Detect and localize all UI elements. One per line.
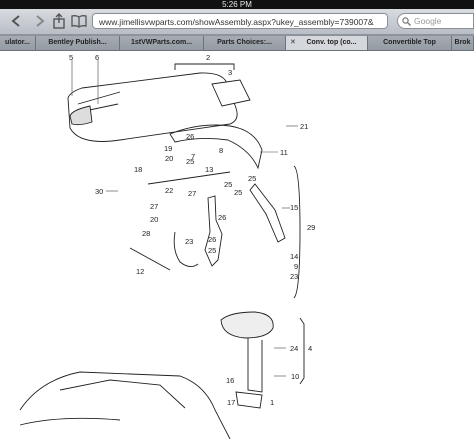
callout-13: 13 — [205, 165, 213, 174]
callout-21: 21 — [300, 122, 308, 131]
parts-diagram: 2 3 5 6 21 11 26 19 8 7 20 25 18 13 25 2… — [19, 53, 315, 439]
callout-26: 26 — [218, 213, 226, 222]
tab-3[interactable]: 1stVWParts.com... — [120, 36, 204, 50]
convertible-top-canopy — [67, 72, 238, 142]
callout-18: 18 — [134, 165, 142, 174]
search-icon — [402, 17, 411, 26]
callout-6: 6 — [95, 53, 99, 62]
group-bracket-2 — [174, 63, 235, 70]
tab-label: Parts Choices:... — [217, 39, 272, 46]
rear-window — [211, 79, 251, 107]
callout-27: 27 — [188, 189, 196, 198]
callout-30: 30 — [95, 187, 103, 196]
frame-bow — [169, 124, 263, 170]
callout-25: 25 — [208, 246, 216, 255]
tab-bar: ulator... Bentley Publish... 1stVWParts.… — [0, 35, 474, 51]
callout-10: 10 — [291, 372, 299, 381]
callout-25: 25 — [224, 180, 232, 189]
tab-label: 1stVWParts.com... — [130, 39, 193, 46]
tab-1[interactable]: ulator... — [0, 36, 36, 50]
cable-harness — [204, 195, 223, 267]
latch-housing — [220, 311, 274, 339]
callout-24: 24 — [290, 344, 298, 353]
callout-5: 5 — [69, 53, 73, 62]
callout-20: 20 — [165, 154, 173, 163]
callout-25: 25 — [186, 157, 194, 166]
back-icon[interactable] — [8, 12, 26, 30]
tab-7[interactable]: Brok — [452, 36, 474, 50]
callout-28: 28 — [142, 229, 150, 238]
callout-16: 16 — [226, 376, 234, 385]
callout-25: 25 — [234, 188, 242, 197]
callout-1: 1 — [270, 398, 274, 407]
bracket-10 — [235, 391, 263, 409]
group-bracket-4 — [299, 317, 305, 385]
tab-5-active[interactable]: ✕ Conv. top (co... — [286, 36, 368, 50]
status-time: 5:26 PM — [222, 0, 252, 9]
tab-label: Brok — [454, 39, 471, 46]
callout-25: 25 — [248, 174, 256, 183]
callout-11: 11 — [280, 148, 288, 157]
callout-29: 29 — [307, 223, 315, 232]
bookmarks-icon[interactable] — [70, 12, 88, 30]
status-bar: 5:26 PM — [0, 0, 474, 9]
callout-23: 23 — [290, 272, 298, 281]
callout-26: 26 — [208, 235, 216, 244]
callout-20: 20 — [150, 215, 158, 224]
side-rail — [249, 183, 286, 243]
tab-label: Conv. top (co... — [306, 39, 357, 46]
callout-4: 4 — [308, 344, 312, 353]
callout-17: 17 — [227, 398, 235, 407]
car-silhouette — [19, 371, 231, 439]
tab-label: Convertible Top — [383, 39, 436, 46]
tab-2[interactable]: Bentley Publish... — [36, 36, 120, 50]
callout-19: 19 — [164, 144, 172, 153]
callout-12: 12 — [136, 267, 144, 276]
callout-15: 15 — [290, 203, 298, 212]
search-placeholder: Google — [414, 16, 442, 26]
hose-23 — [173, 231, 199, 267]
callout-14: 14 — [290, 252, 298, 261]
search-input[interactable]: Google — [397, 13, 474, 29]
callout-23: 23 — [185, 237, 193, 246]
browser-toolbar: www.jimellisvwparts.com/showAssembly.asp… — [0, 9, 474, 35]
tab-4[interactable]: Parts Choices:... — [204, 36, 286, 50]
callout-9: 9 — [294, 262, 298, 271]
forward-icon[interactable] — [30, 12, 48, 30]
callout-27: 27 — [150, 202, 158, 211]
share-icon[interactable] — [50, 12, 68, 30]
group-bracket-29 — [293, 165, 301, 299]
tab-label: Bentley Publish... — [48, 39, 107, 46]
callout-22: 22 — [165, 186, 173, 195]
tab-6[interactable]: Convertible Top — [368, 36, 452, 50]
hatched-insert — [69, 105, 93, 126]
callout-7: 7 — [191, 152, 195, 161]
rod-12 — [129, 247, 171, 271]
callout-3: 3 — [228, 68, 232, 77]
callout-2: 2 — [206, 53, 210, 62]
address-bar[interactable]: www.jimellisvwparts.com/showAssembly.asp… — [92, 13, 388, 29]
trim-strip — [147, 171, 231, 185]
tab-label: ulator... — [5, 39, 30, 46]
callout-26: 26 — [186, 132, 194, 141]
callout-8: 8 — [219, 146, 223, 155]
close-tab-icon[interactable]: ✕ — [290, 39, 296, 46]
